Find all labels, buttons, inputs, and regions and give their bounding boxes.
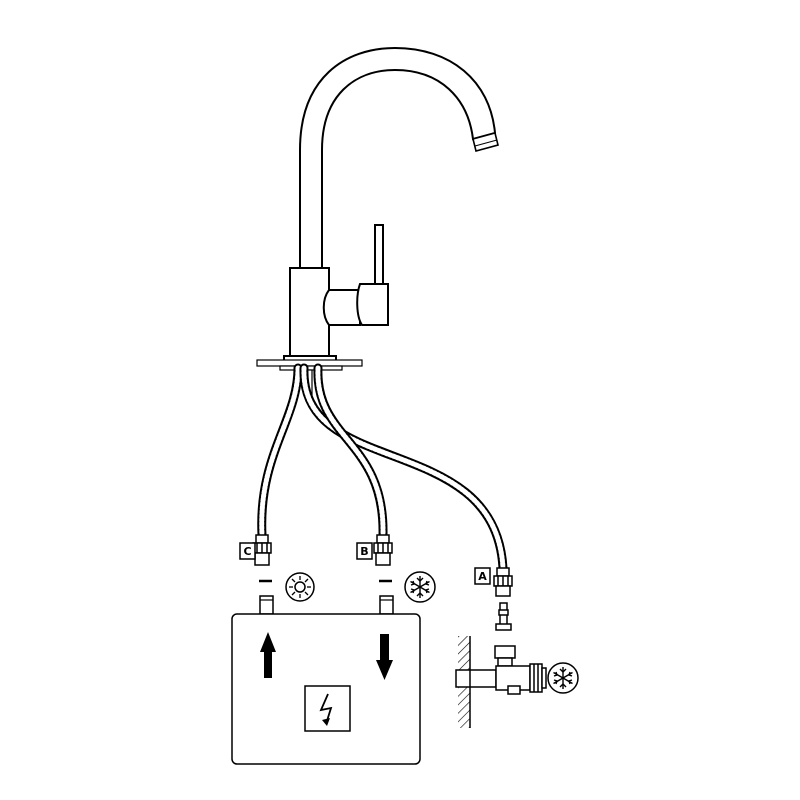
- hose-a: [301, 365, 506, 571]
- spout-aerator: [472, 132, 499, 152]
- mixer-cartridge: [322, 289, 361, 326]
- label-a-text: A: [478, 570, 487, 583]
- arrow-up-icon: [260, 632, 276, 678]
- fixing-nut: [279, 365, 343, 371]
- arrow-down-icon: [376, 634, 393, 680]
- heater-inlet-stub: [379, 595, 394, 615]
- mounting-plate: [256, 359, 363, 367]
- hose-fitting-c: [252, 534, 272, 566]
- label-a: A: [474, 567, 491, 585]
- handle-base: [356, 283, 389, 326]
- kitchen-faucet: [256, 46, 499, 399]
- faucet-spout: [299, 46, 497, 268]
- snowflake-icon: [404, 571, 436, 603]
- hose-fitting-a: [493, 567, 513, 597]
- sun-icon: [285, 572, 315, 602]
- angle-valve-assembly: [455, 602, 547, 728]
- hose-c: [259, 365, 301, 538]
- flex-hoses: [257, 363, 508, 573]
- snowflake-icon: [547, 662, 579, 694]
- heater-outlet-stub: [259, 595, 274, 615]
- faucet-body: [289, 267, 330, 359]
- angle-valve: [455, 645, 547, 695]
- valve-connector: [495, 602, 512, 631]
- label-b-text: B: [360, 545, 368, 558]
- label-b: B: [356, 542, 373, 560]
- water-heater: [231, 595, 421, 765]
- lever-handle[interactable]: [374, 224, 384, 286]
- hose-a-outer: [299, 363, 508, 573]
- lightning-bolt-icon: [304, 685, 351, 732]
- hose-b: [315, 365, 386, 538]
- label-c: C: [239, 542, 256, 560]
- label-c-text: C: [243, 545, 251, 558]
- hose-fitting-b: [373, 534, 393, 566]
